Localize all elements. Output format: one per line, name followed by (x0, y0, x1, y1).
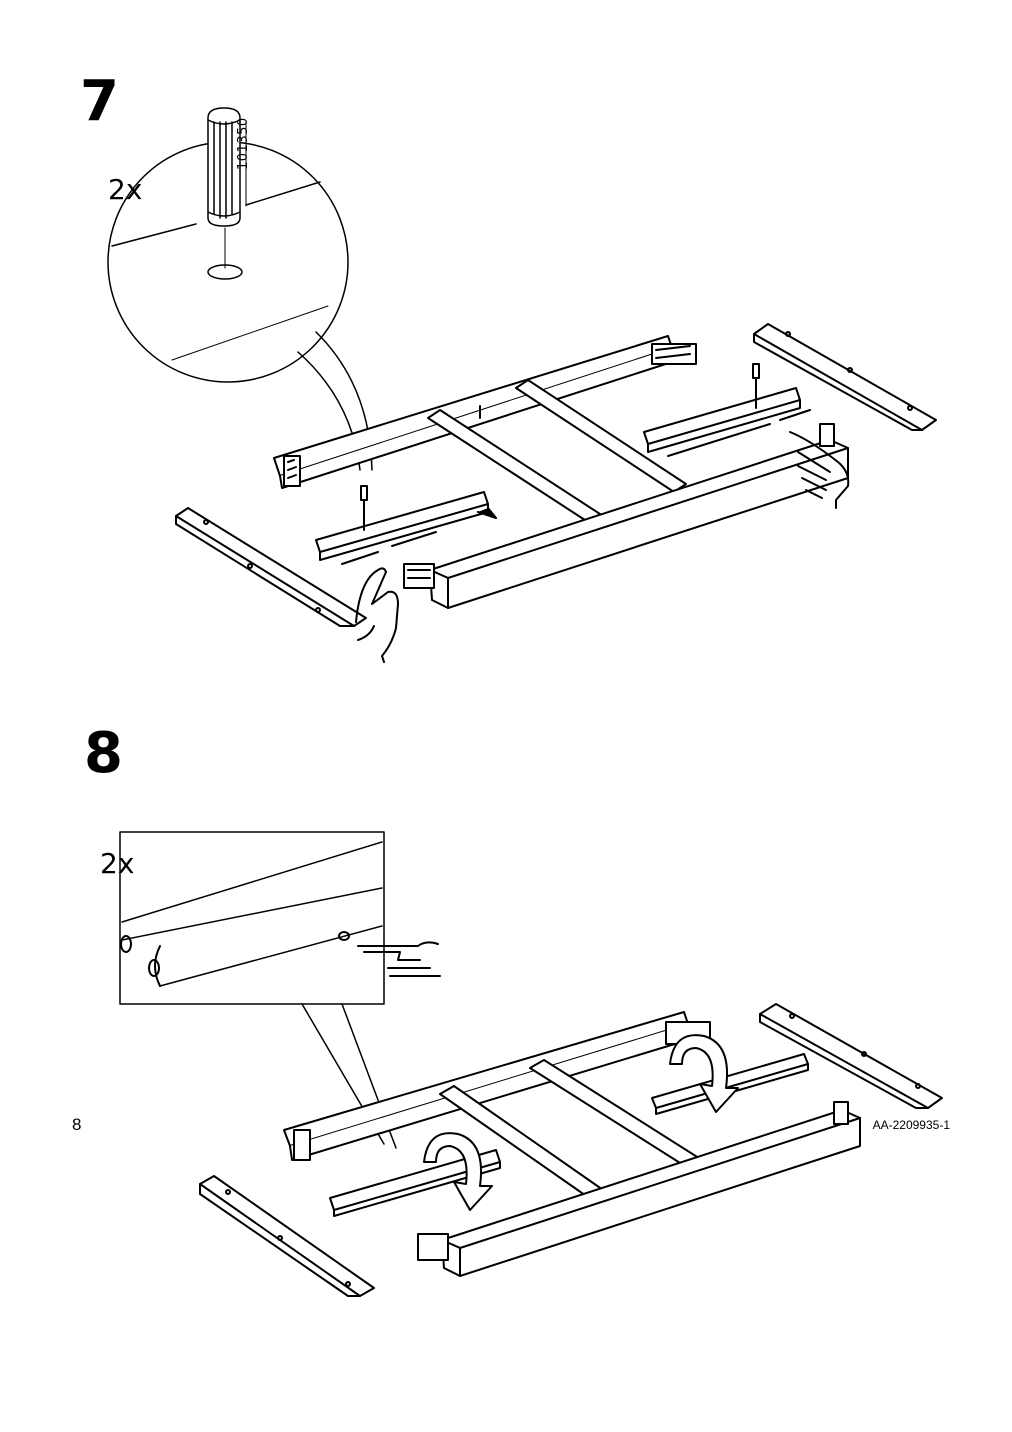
step-8-number: 8 (84, 721, 123, 786)
step-7-illustration (107, 107, 937, 663)
rotate-arrow-icon (669, 1034, 739, 1113)
step-7-short-board-left (315, 485, 497, 565)
step-7-quantity: 2x (108, 173, 143, 206)
pointing-hand-icon (789, 431, 850, 509)
wooden-dowel-icon (207, 107, 241, 227)
step-7-back-rail (273, 335, 697, 489)
step-7-short-board-right (643, 363, 811, 457)
pointing-hand-icon (355, 567, 399, 663)
page-number: 8 (72, 1115, 82, 1134)
step-7-side-board-right (753, 323, 937, 431)
step-8-quantity: 2x (100, 847, 135, 880)
step-7-side-board-left (175, 507, 367, 627)
step-8-back-rail (283, 1011, 711, 1161)
step-7-number: 7 (80, 69, 119, 134)
step-8-side-board-left (199, 1175, 375, 1297)
pointing-hand-icon (357, 941, 441, 977)
document-code: AA-2209935-1 (872, 1118, 950, 1132)
step-8-short-board-left (329, 1149, 501, 1217)
rotate-arrow-icon (423, 1132, 493, 1211)
step-8-detail-box (119, 831, 441, 1149)
step-8-side-board-right (759, 1003, 943, 1109)
step-8-front-rail (417, 1101, 861, 1277)
